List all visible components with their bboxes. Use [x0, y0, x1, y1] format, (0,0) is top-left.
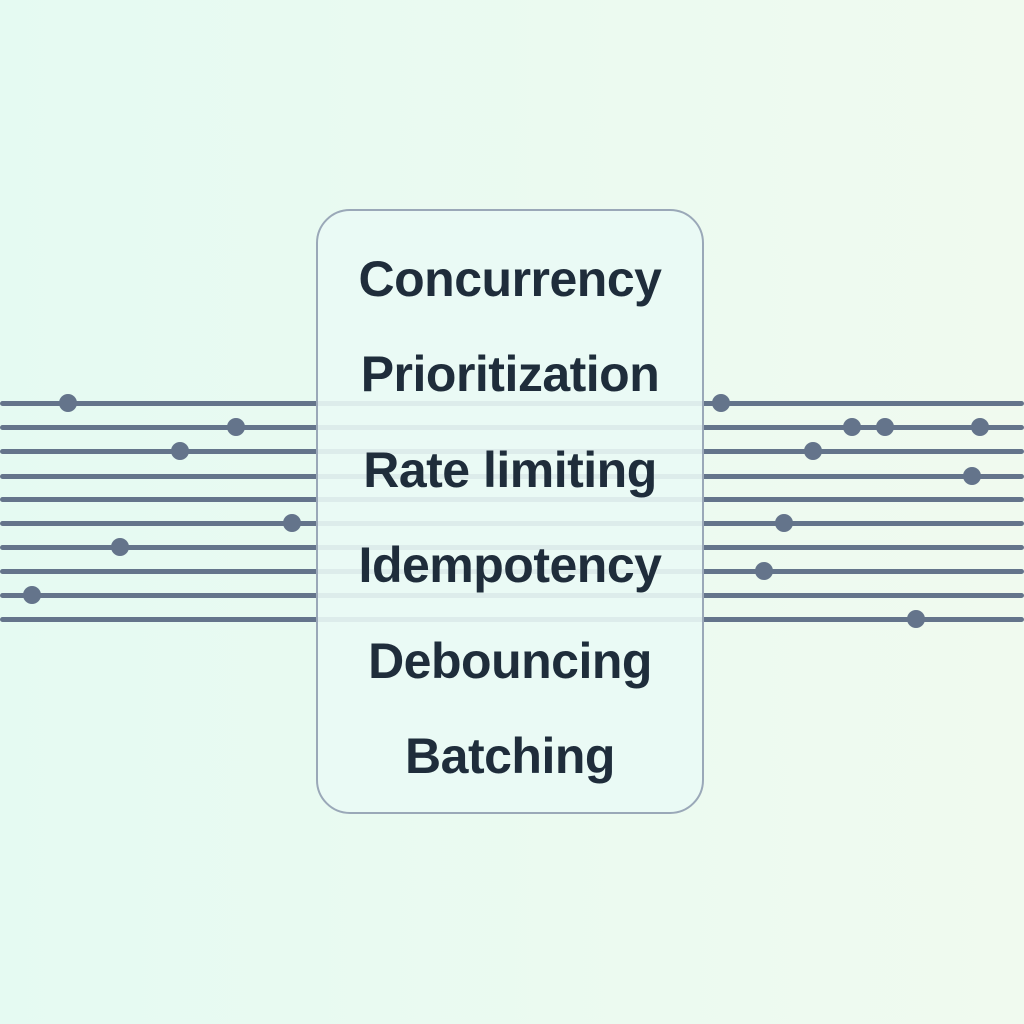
- label-debouncing: Debouncing: [368, 632, 652, 689]
- stream-dot: [23, 586, 41, 604]
- stream-dot: [907, 610, 925, 628]
- label-rate-limiting: Rate limiting: [363, 441, 657, 498]
- stream-dot: [843, 418, 861, 436]
- label-idempotency: Idempotency: [358, 537, 662, 594]
- label-concurrency: Concurrency: [358, 250, 662, 307]
- stream-dot: [804, 442, 822, 460]
- label-prioritization: Prioritization: [360, 346, 660, 403]
- stream-dot: [111, 538, 129, 556]
- stream-dot: [971, 418, 989, 436]
- stream-dot: [283, 514, 301, 532]
- stream-dot: [712, 394, 730, 412]
- stream-dot: [963, 467, 981, 485]
- concept-card: Concurrency Prioritization Rate limiting…: [316, 209, 704, 814]
- stream-dot: [775, 514, 793, 532]
- stream-dot: [59, 394, 77, 412]
- stream-dot: [876, 418, 894, 436]
- label-batching: Batching: [405, 728, 615, 785]
- stream-dot: [227, 418, 245, 436]
- stream-dot: [755, 562, 773, 580]
- stream-dot: [171, 442, 189, 460]
